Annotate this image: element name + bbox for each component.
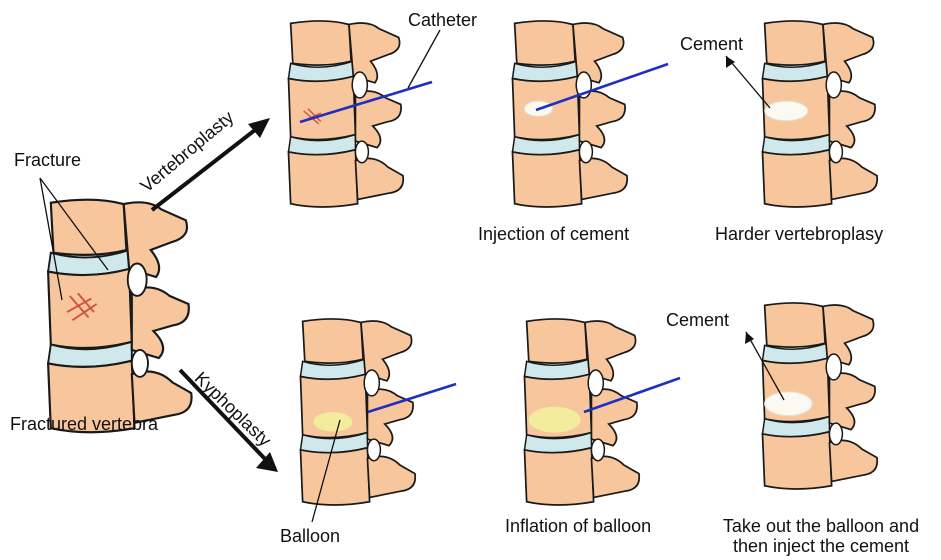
inflation-of-balloon-label: Inflation of balloon [505, 516, 651, 537]
fractured-vertebra-label: Fractured vertebra [10, 414, 158, 435]
harder-vertebroplasy-figure [762, 21, 877, 207]
cement-top-label: Cement [680, 34, 743, 55]
catheter-label: Catheter [408, 10, 477, 31]
catheter-pointer [408, 30, 440, 88]
cement-bottom-label: Cement [666, 310, 729, 331]
harder-vertebroplasy-label: Harder vertebroplasy [715, 224, 883, 245]
take-out-balloon-label-line1: Take out the balloon and [706, 516, 936, 537]
inflation-of-balloon-figure [524, 319, 639, 505]
fractured-vertebra-figure [48, 200, 191, 433]
injection-of-cement-figure [512, 21, 627, 207]
take-out-balloon-label-line2: then inject the cement [706, 536, 936, 557]
injection-of-cement-label: Injection of cement [478, 224, 629, 245]
kyphoplasty-balloon-figure [300, 319, 415, 505]
balloon-label: Balloon [280, 526, 340, 547]
fracture-label: Fracture [14, 150, 81, 171]
vertebroplasty-catheter-figure [288, 21, 403, 207]
take-out-balloon-figure [762, 303, 877, 489]
